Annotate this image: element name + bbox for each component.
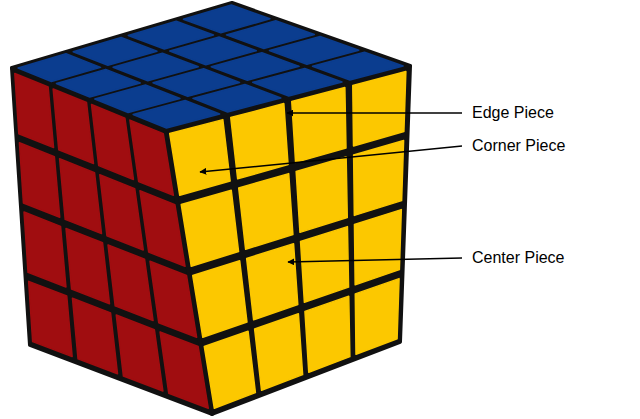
cube-sticker: [15, 74, 54, 148]
cube-sticker: [72, 298, 117, 374]
cube-sticker: [108, 245, 153, 321]
cube-sticker: [305, 296, 350, 372]
part-label: Center Piece: [472, 248, 565, 267]
cube-sticker: [301, 227, 349, 303]
cube-sticker: [116, 315, 163, 391]
cube-sticker: [181, 190, 238, 266]
cube-sticker: [60, 159, 102, 234]
cube-sticker: [296, 157, 347, 232]
cube-sticker: [150, 261, 197, 337]
cube-sticker: [255, 314, 303, 391]
leader-lines: [200, 113, 462, 262]
cube-sticker: [193, 261, 247, 338]
cube-sticker: [100, 175, 144, 250]
cube-sticker: [130, 120, 174, 195]
cube-sticker: [160, 332, 208, 408]
cube-sticker: [92, 105, 134, 180]
cube-sticker: [140, 191, 185, 267]
cube-sticker: [354, 210, 401, 285]
part-label: Corner Piece: [472, 136, 565, 155]
leader-arrow: [200, 146, 462, 172]
cube-sticker: [19, 143, 59, 217]
cube-sticker: [353, 72, 406, 146]
cube-sticker: [355, 279, 399, 355]
cube-sticker: [170, 120, 230, 196]
cube-sticker: [204, 331, 255, 408]
cube-sticker: [354, 141, 404, 216]
rubiks-cube: [12, 3, 410, 414]
cube-sticker: [29, 281, 73, 356]
cube-sticker: [24, 212, 66, 287]
cube-sticker: [239, 174, 293, 250]
part-label: Edge Piece: [472, 103, 554, 122]
leader-arrow: [288, 258, 462, 262]
leader-arrow: [287, 112, 462, 114]
cube-sticker: [53, 89, 93, 163]
cube-sticker: [247, 244, 298, 320]
cube-sticker: [292, 88, 346, 163]
cube-sticker: [66, 228, 110, 303]
